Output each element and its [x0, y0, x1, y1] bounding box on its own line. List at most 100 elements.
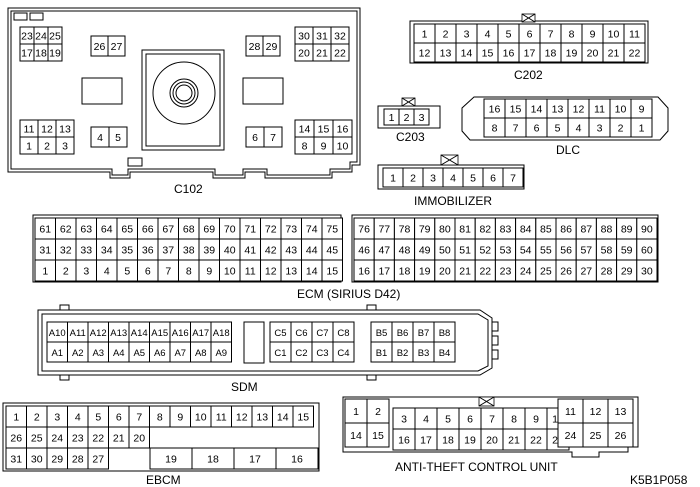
sdm-pin-B3-label: B3 [418, 348, 430, 359]
ecm-pin-76-label: 76 [358, 224, 370, 236]
ecm-pin-35-label: 35 [121, 245, 133, 257]
ecm-pin-83-label: 83 [500, 224, 512, 236]
ebcm-pin-20-label: 20 [133, 433, 145, 445]
sdm-pin-C7-label: C7 [316, 328, 328, 339]
atcu-pin-2-label: 2 [375, 406, 381, 418]
sdm-pin-C8-label: C8 [337, 328, 349, 339]
atcu-pin-20-label: 20 [486, 435, 498, 447]
atcu-pin-9-label: 9 [533, 414, 539, 426]
ebcm-pin-11-label: 11 [216, 412, 227, 424]
sdm-pin-C1-label: C1 [274, 348, 286, 359]
immobilizer-pin-3-label: 3 [430, 173, 436, 185]
dlc-pin-13-label: 13 [552, 104, 564, 116]
ecm-label: ECM (SIRIUS D42) [297, 287, 400, 301]
sdm-pin-A12-label: A12 [90, 328, 107, 339]
ebcm-pin-6-label: 6 [116, 412, 122, 424]
drawing-code: K5B1P058 [630, 473, 688, 487]
atcu-pin-15-label: 15 [372, 430, 384, 442]
sdm-pin-A11-label: A11 [70, 328, 86, 339]
atcu-pin-16-label: 16 [398, 435, 410, 447]
ebcm-pin-29-label: 29 [51, 454, 63, 466]
sdm-pin-A1-label: A1 [51, 348, 63, 359]
ecm-pin-81-label: 81 [459, 224, 471, 236]
c203-pin-3-cell [413, 108, 430, 126]
c202-pin-13-label: 13 [440, 48, 452, 60]
c102-pin-26-label: 26 [94, 41, 106, 53]
dlc-pin-9-label: 9 [639, 104, 645, 116]
c102-label: C102 [174, 182, 203, 196]
dlc-pin-7-label: 7 [513, 123, 519, 135]
atcu-pin-1-label: 1 [353, 406, 359, 418]
c202-pin-22-cell [623, 42, 646, 63]
ecm-pin-79-label: 79 [419, 224, 431, 236]
c202-pin-4-label: 4 [485, 29, 491, 41]
c202-pin-19-label: 19 [566, 48, 578, 60]
atcu-pin-6-label: 6 [467, 414, 473, 426]
c202-pin-11-label: 11 [629, 29, 640, 41]
c202-pin-21-label: 21 [608, 48, 620, 60]
ecm-pin-40-label: 40 [224, 245, 236, 257]
atcu-pin-12-cell [582, 398, 609, 424]
ecm-pin-21-label: 21 [459, 266, 471, 278]
c102-pin-4-label: 4 [97, 132, 103, 144]
c102-pin-11-label: 11 [24, 124, 35, 136]
sdm-pin-A15-label: A15 [151, 328, 168, 339]
dlc-pin-10-label: 10 [615, 104, 627, 116]
c202-pin-14-label: 14 [461, 48, 473, 60]
ecm-pin-58-label: 58 [601, 245, 613, 257]
ebcm-pin-25-label: 25 [31, 433, 43, 445]
c102-pin-10-cell [332, 136, 353, 155]
sdm-pin-C4-cell [332, 341, 355, 363]
ecm-pin-56-label: 56 [560, 245, 572, 257]
ecm-pin-39-label: 39 [203, 245, 215, 257]
ecm-pin-67-label: 67 [162, 224, 174, 236]
sdm-pin-A7-label: A7 [174, 348, 186, 359]
atcu-pin-13-label: 13 [615, 406, 627, 418]
atcu-pin-8-label: 8 [511, 414, 517, 426]
c202-pin-8-label: 8 [569, 29, 575, 41]
ecm-pin-90-label: 90 [641, 224, 653, 236]
ecm-pin-44-label: 44 [306, 245, 318, 257]
c102-pin-29-cell [262, 35, 281, 57]
ecm-pin-64-label: 64 [101, 224, 113, 236]
sdm-pin-A4-label: A4 [113, 348, 125, 359]
ecm-pin-65-label: 65 [121, 224, 133, 236]
dlc-pin-3-label: 3 [597, 123, 603, 135]
ecm-pin-87-label: 87 [580, 224, 592, 236]
dlc-pin-2-label: 2 [618, 123, 624, 135]
c102-pin-18-label: 18 [35, 48, 47, 60]
c102-pin-10-label: 10 [337, 141, 349, 153]
ecm-pin-15-label: 15 [326, 266, 338, 278]
c102-pin-16-label: 16 [337, 124, 349, 136]
c202-pin-1-label: 1 [422, 29, 428, 41]
ebcm-pin-3-label: 3 [54, 412, 60, 424]
c202-pin-18-label: 18 [545, 48, 557, 60]
c102-pin-22-cell [330, 43, 350, 62]
atcu-pin-13-cell [607, 398, 634, 424]
ecm-pin-73-label: 73 [285, 224, 297, 236]
ebcm-pin-19-label: 19 [165, 454, 177, 466]
dlc-pin-12-label: 12 [573, 104, 585, 116]
atcu-pin-26-label: 26 [615, 430, 627, 442]
ecm-pin-78-label: 78 [399, 224, 411, 236]
ebcm-pin-12-label: 12 [236, 412, 248, 424]
ecm-pin-74-label: 74 [306, 224, 318, 236]
ecm-pin-27-label: 27 [580, 266, 592, 278]
ecm-pin-36-label: 36 [142, 245, 154, 257]
sdm-label: SDM [231, 380, 258, 394]
ebcm-pin-18-label: 18 [207, 454, 219, 466]
ecm-pin-19-label: 19 [419, 266, 431, 278]
ecm-pin-16-label: 16 [358, 266, 370, 278]
c102-pin-7-cell [263, 126, 283, 148]
ebcm-pin-27-label: 27 [92, 454, 104, 466]
ecm-pin-29-label: 29 [621, 266, 633, 278]
dlc-pin-1-cell [630, 117, 653, 138]
ecm-pin-14-label: 14 [306, 266, 318, 278]
ecm-pin-49-label: 49 [419, 245, 431, 257]
